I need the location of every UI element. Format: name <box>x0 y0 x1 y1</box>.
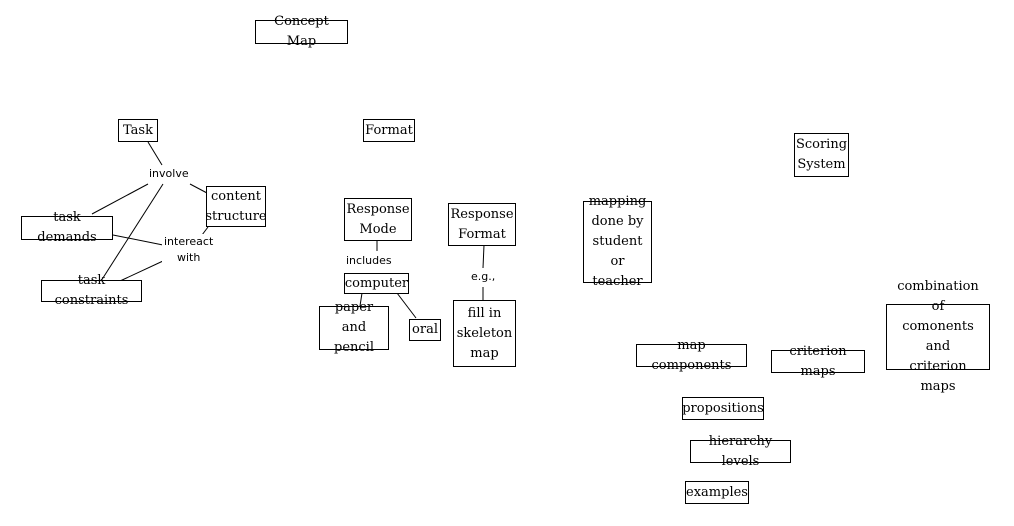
node-scoring-system[interactable]: Scoring System <box>794 133 849 177</box>
node-task[interactable]: Task <box>118 119 158 142</box>
node-map-components[interactable]: map components <box>636 338 747 373</box>
node-response-format[interactable]: Response Format <box>448 203 516 246</box>
link-task-demands-interact <box>112 234 164 246</box>
link-response-format-eg <box>482 244 485 269</box>
node-fill-in-skeleton-map[interactable]: fill in skeleton map <box>453 300 516 367</box>
link-label-includes: includes <box>344 253 394 269</box>
concept-map-title[interactable]: Concept Map <box>255 14 348 49</box>
link-label-interact-with: intereact with <box>162 234 216 266</box>
link-involve-task-constraints <box>100 183 164 282</box>
link-computer-oral <box>396 292 417 319</box>
node-task-constraints[interactable]: task constraints <box>41 273 142 308</box>
link-computer-paper-pencil <box>359 292 363 307</box>
node-task-demands[interactable]: task demands <box>21 210 113 245</box>
node-response-mode[interactable]: Response Mode <box>344 198 412 241</box>
node-content-structure[interactable]: content structure <box>205 186 267 227</box>
node-oral[interactable]: oral <box>409 319 441 341</box>
node-hierarchy-levels[interactable]: hierarchy levels <box>690 434 791 469</box>
link-label-eg: e.g., <box>469 269 498 285</box>
link-content-structure-interact <box>201 226 209 236</box>
node-mapping-done[interactable]: mapping done by student or teacher <box>583 194 652 289</box>
node-combination[interactable]: combination of comonents and criterion m… <box>886 279 990 394</box>
node-format[interactable]: Format <box>363 119 415 142</box>
node-criterion-maps[interactable]: criterion maps <box>771 344 865 379</box>
link-task-involve <box>147 141 163 166</box>
link-involve-task-demands <box>91 183 149 215</box>
link-interact-task-constraints <box>119 260 164 282</box>
link-involve-content-structure <box>189 183 208 194</box>
node-paper-and-pencil[interactable]: paper and pencil <box>319 300 389 355</box>
node-propositions[interactable]: propositions <box>682 397 764 420</box>
node-examples[interactable]: examples <box>685 481 749 504</box>
link-label-involve: involve <box>147 166 191 182</box>
node-computer[interactable]: computer <box>344 273 409 294</box>
